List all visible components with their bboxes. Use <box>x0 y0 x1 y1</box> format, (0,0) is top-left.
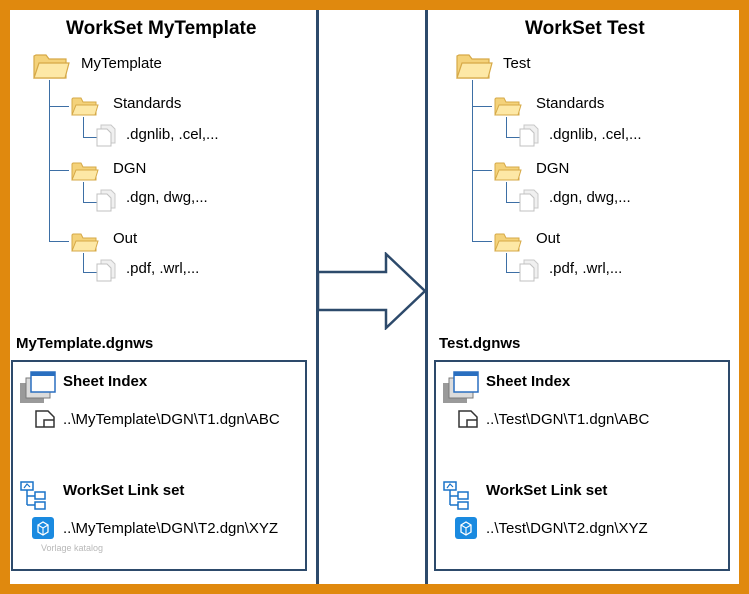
file-types-standards: .dgnlib, .cel,... <box>549 126 642 143</box>
folder-icon <box>71 233 99 252</box>
folder-icon <box>71 162 99 181</box>
tree-branch <box>506 137 520 138</box>
dgnws-file-label: MyTemplate.dgnws <box>16 335 154 352</box>
file-types-out: .pdf, .wrl,... <box>549 260 623 277</box>
folder-label-standards: Standards <box>113 95 182 112</box>
sheet-index-icon <box>443 371 479 403</box>
sheet-index-path: ..\Test\DGN\T1.dgn\ABC <box>486 411 650 428</box>
folder-icon <box>456 54 493 79</box>
left-workset-title: WorkSet MyTemplate <box>66 18 257 39</box>
link-set-icon <box>20 481 46 510</box>
tree-stem <box>506 117 507 137</box>
tree-branch <box>49 106 69 107</box>
tree-stem <box>83 253 84 272</box>
tree-branch <box>83 137 97 138</box>
folder-icon <box>494 162 522 181</box>
file-types-out: .pdf, .wrl,... <box>126 260 200 277</box>
sheet-index-icon <box>20 371 56 403</box>
file-icon <box>96 259 116 282</box>
link-set-label: WorkSet Link set <box>63 482 185 499</box>
root-folder-label: Test <box>503 55 531 72</box>
right-panel-divider <box>425 10 428 584</box>
folder-label-out: Out <box>536 230 561 247</box>
tree-branch <box>49 170 69 171</box>
tree-branch <box>49 241 69 242</box>
link-set-path: ..\MyTemplate\DGN\T2.dgn\XYZ <box>63 520 279 537</box>
right-workset-title: WorkSet Test <box>525 18 645 39</box>
file-icon <box>519 124 539 147</box>
sheet-index-label: Sheet Index <box>486 373 571 390</box>
tree-trunk <box>49 80 50 241</box>
tree-branch <box>506 272 520 273</box>
tree-stem <box>506 182 507 202</box>
watermark-text: Vorlage katalog <box>41 543 104 553</box>
tree-branch <box>83 202 97 203</box>
folder-icon <box>33 54 70 79</box>
tree-branch <box>506 202 520 203</box>
dgnws-contents-box <box>434 360 730 571</box>
sheet-icon <box>458 410 478 428</box>
file-icon <box>519 259 539 282</box>
tree-stem <box>83 182 84 202</box>
sheet-icon <box>35 410 55 428</box>
dgnws-contents-box <box>11 360 307 571</box>
folder-label-dgn: DGN <box>536 160 570 177</box>
folder-icon <box>71 97 99 116</box>
folder-label-out: Out <box>113 230 138 247</box>
tree-branch <box>472 170 492 171</box>
tree-branch <box>472 106 492 107</box>
file-types-standards: .dgnlib, .cel,... <box>126 126 219 143</box>
tree-stem <box>506 253 507 272</box>
right-arrow-icon <box>318 252 427 330</box>
folder-label-standards: Standards <box>536 95 605 112</box>
file-icon <box>96 124 116 147</box>
link-set-path: ..\Test\DGN\T2.dgn\XYZ <box>486 520 648 537</box>
tree-branch <box>472 241 492 242</box>
root-folder-label: MyTemplate <box>81 55 162 72</box>
folder-icon <box>494 97 522 116</box>
file-icon <box>96 189 116 212</box>
tree-trunk <box>472 80 473 241</box>
dgnws-file-label: Test.dgnws <box>439 335 521 352</box>
file-icon <box>519 189 539 212</box>
sheet-index-path: ..\MyTemplate\DGN\T1.dgn\ABC <box>63 411 280 428</box>
file-types-dgn: .dgn, dwg,... <box>126 189 208 206</box>
file-types-dgn: .dgn, dwg,... <box>549 189 631 206</box>
model-icon <box>455 517 477 539</box>
tree-branch <box>83 272 97 273</box>
link-set-icon <box>443 481 469 510</box>
folder-label-dgn: DGN <box>113 160 147 177</box>
tree-stem <box>83 117 84 137</box>
model-icon <box>32 517 54 539</box>
link-set-label: WorkSet Link set <box>486 482 608 499</box>
folder-icon <box>494 233 522 252</box>
sheet-index-label: Sheet Index <box>63 373 148 390</box>
